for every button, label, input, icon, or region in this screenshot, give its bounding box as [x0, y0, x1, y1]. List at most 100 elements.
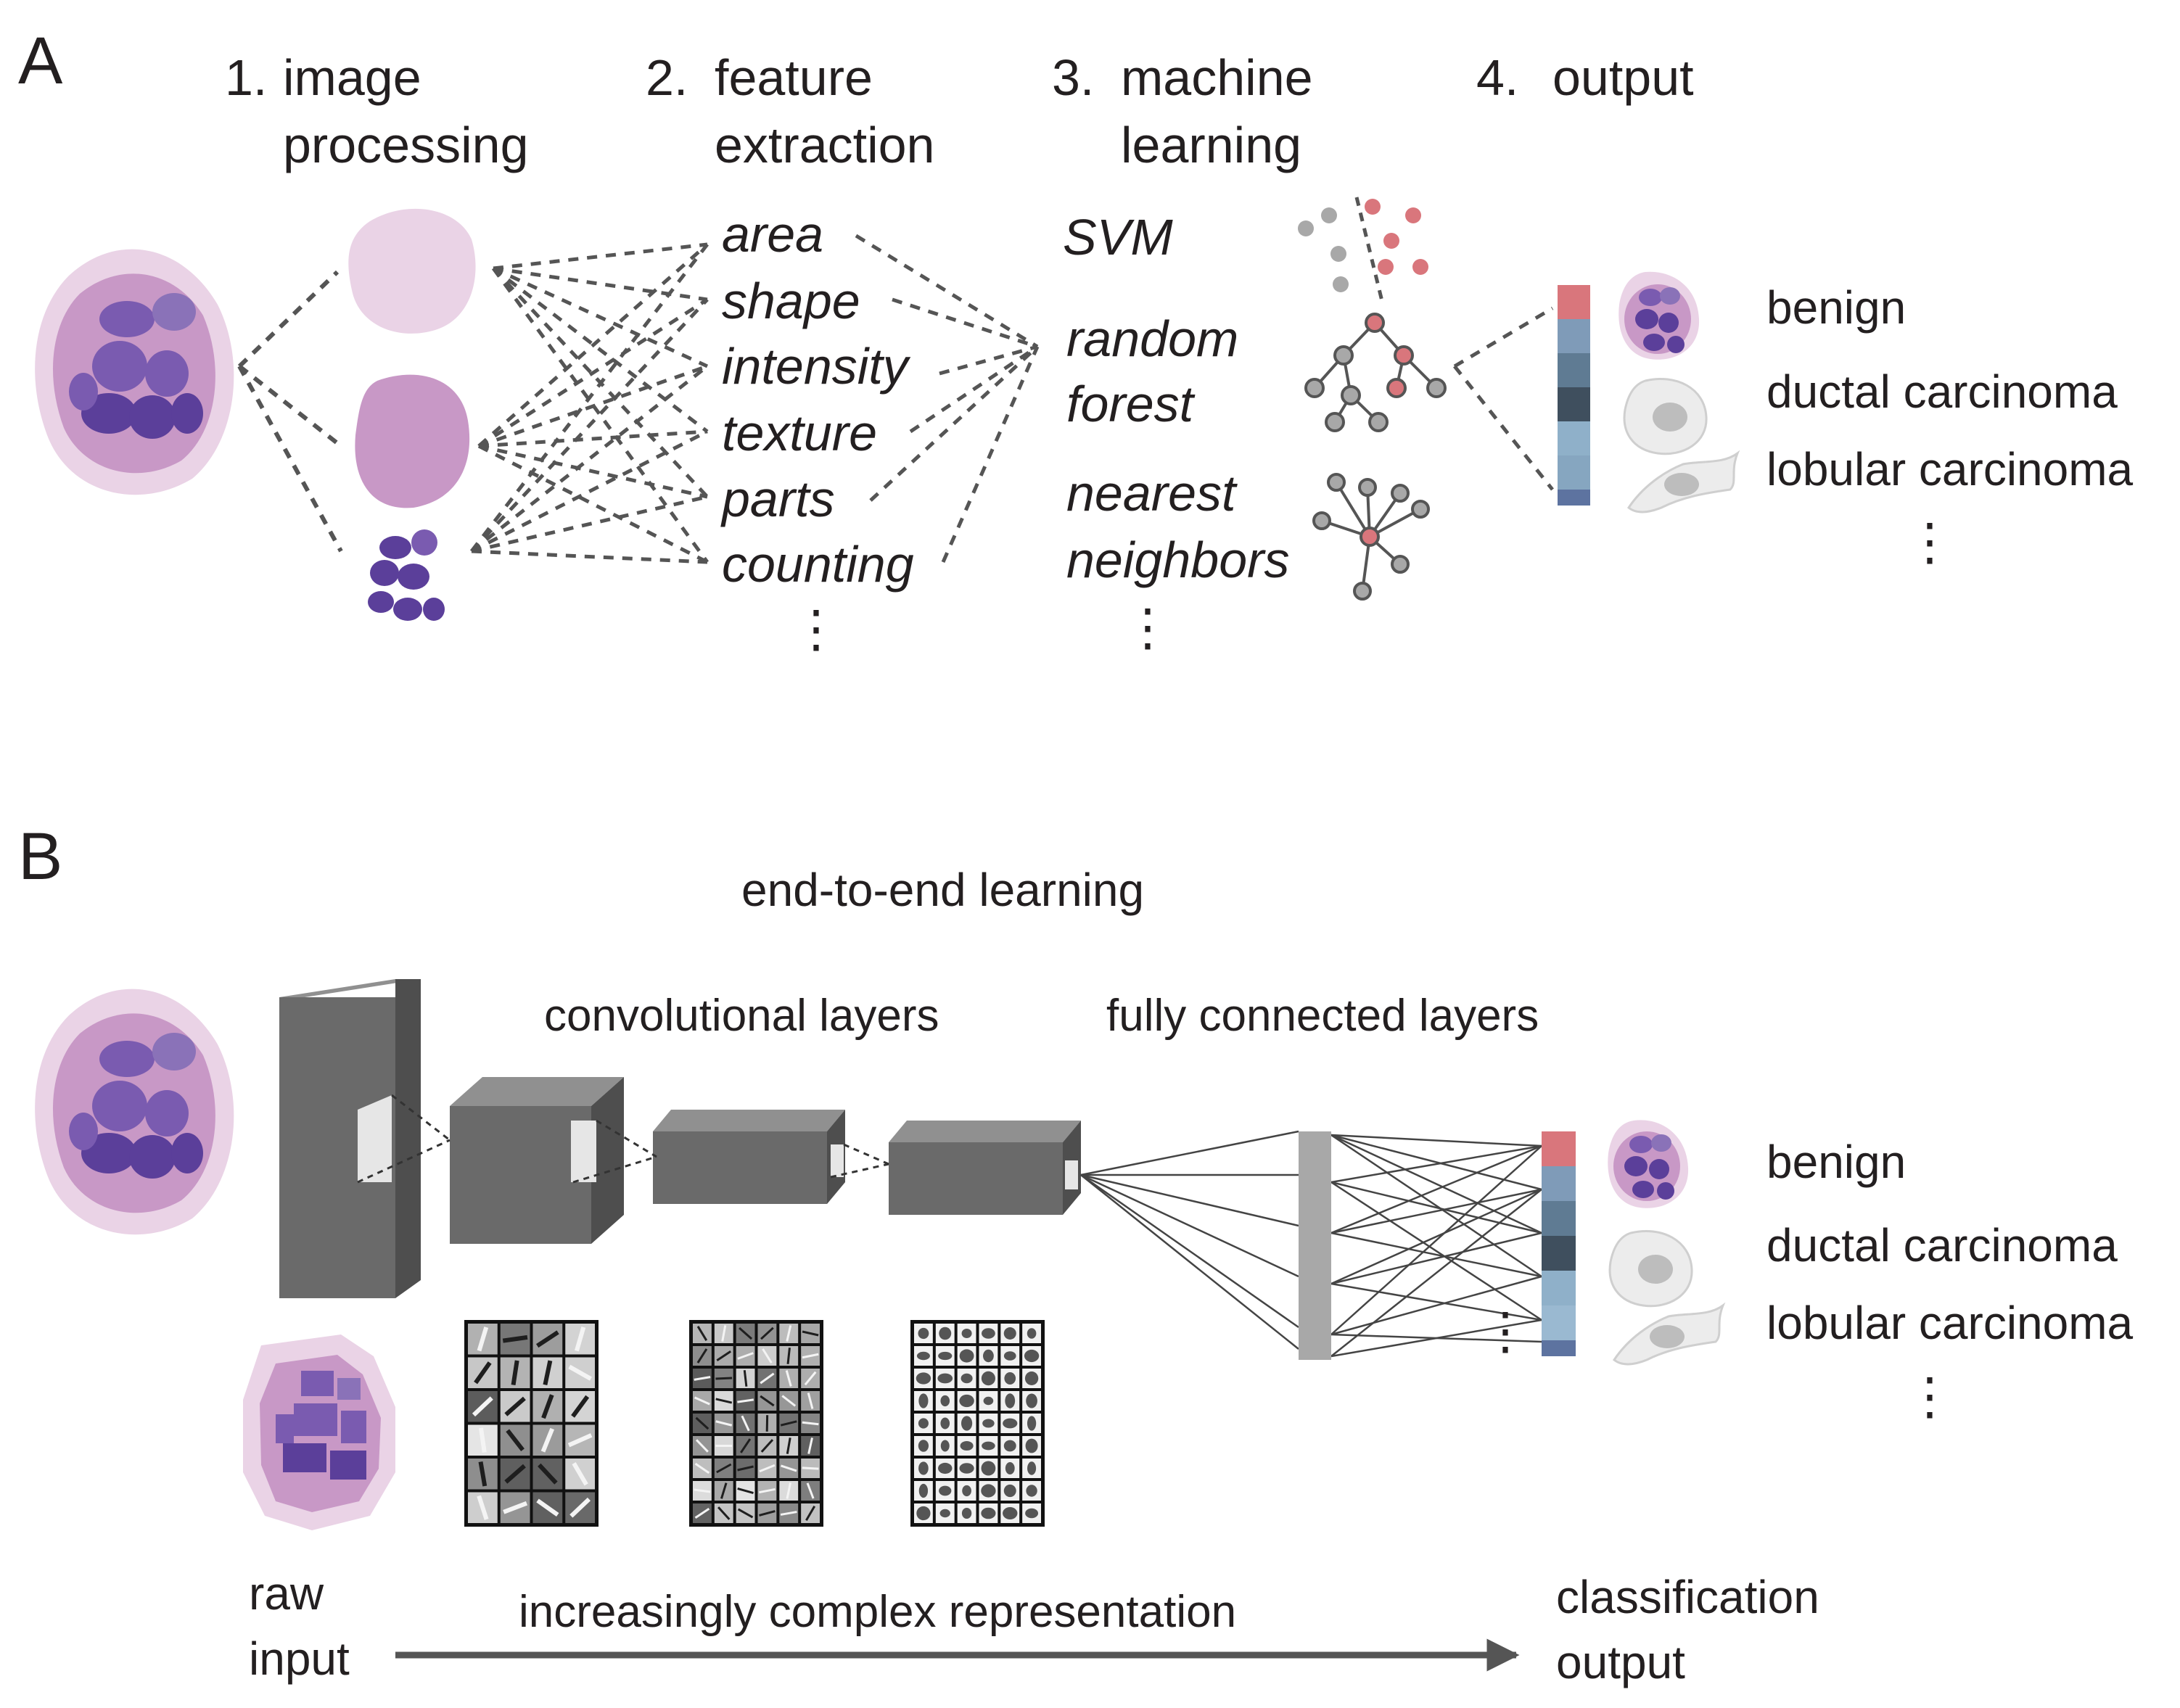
filter-pattern	[940, 1395, 950, 1407]
filter-pattern	[982, 1328, 995, 1339]
filter-pattern	[760, 1439, 774, 1453]
filter-pattern	[760, 1327, 774, 1340]
filter-pattern	[939, 1485, 952, 1496]
ml-connectors	[855, 234, 1040, 564]
svm-scatter-icon	[1298, 197, 1428, 302]
classes-ellipsis-b: ⋮	[1904, 1368, 1955, 1424]
filter-pattern	[1024, 1349, 1040, 1363]
filter-pattern	[571, 1395, 590, 1418]
output-connectors	[1453, 306, 1554, 491]
feature-area: area	[722, 206, 824, 263]
filter-pattern	[737, 1352, 754, 1360]
class-lobular-a: lobular carcinoma	[1766, 443, 2134, 495]
feature-counting: counting	[722, 536, 914, 593]
filter-pattern	[962, 1485, 971, 1497]
filter-pattern	[569, 1497, 591, 1518]
filter-pattern	[541, 1394, 554, 1419]
filter-pattern	[472, 1396, 493, 1417]
raw-input-line1: raw	[249, 1567, 324, 1620]
filter-pattern	[807, 1393, 814, 1409]
filter-pattern	[695, 1416, 709, 1430]
filter-pattern	[715, 1398, 733, 1404]
pixelated-input	[243, 1334, 395, 1530]
filter-pattern	[938, 1462, 953, 1474]
ductal-cell-icon-b	[1608, 1229, 1693, 1308]
fc-layers-label: fully connected layers	[1106, 991, 1539, 1041]
filter-pattern	[1005, 1462, 1015, 1474]
filter-pattern	[786, 1482, 792, 1499]
filter-pattern	[567, 1433, 593, 1448]
step-2-line2: extraction	[715, 117, 935, 173]
output-bar-b	[1542, 1131, 1576, 1356]
filter-pattern	[786, 1437, 791, 1454]
step-1-line2: processing	[283, 117, 529, 173]
filter-pattern	[741, 1415, 750, 1432]
conv-layer-4	[889, 1121, 1081, 1215]
filter-pattern	[538, 1463, 558, 1485]
filter-pattern	[802, 1466, 819, 1470]
receptive-field-lines	[357, 1094, 889, 1184]
filter-pattern	[575, 1327, 586, 1352]
ductal-cell-icon-a	[1623, 377, 1708, 455]
filter-pattern	[804, 1371, 817, 1386]
filter-pattern	[940, 1417, 950, 1429]
filter-pattern	[696, 1348, 708, 1363]
method-svm: SVM	[1063, 209, 1173, 265]
processing-connectors	[237, 270, 343, 553]
filter-pattern	[543, 1360, 553, 1386]
filter-pattern	[737, 1488, 754, 1494]
filter-pattern	[918, 1418, 929, 1429]
decision-tree-icon	[1304, 313, 1447, 432]
filter-pattern	[1027, 1328, 1037, 1339]
feature-intensity: intensity	[722, 338, 908, 395]
class-ductal-a: ductal carcinoma	[1766, 366, 2118, 418]
filter-grid-mid	[689, 1320, 823, 1527]
cytoplasm-shape	[355, 374, 470, 508]
filter-pattern	[739, 1327, 753, 1340]
filter-pattern	[940, 1440, 950, 1452]
filter-pattern	[960, 1440, 974, 1451]
filter-pattern	[737, 1465, 754, 1472]
filter-pattern	[696, 1326, 708, 1341]
filter-pattern	[759, 1488, 776, 1494]
filter-pattern	[737, 1398, 754, 1403]
filter-pattern	[737, 1508, 754, 1519]
nuclei-shape	[368, 529, 445, 621]
class-ductal-b: ductal carcinoma	[1766, 1219, 2118, 1271]
filter-pattern	[715, 1377, 733, 1380]
filter-pattern	[805, 1505, 816, 1522]
panel-label-b: B	[18, 820, 63, 894]
filter-pattern	[504, 1396, 526, 1416]
filter-pattern	[959, 1463, 974, 1474]
class-lobular-b: lobular carcinoma	[1766, 1297, 2134, 1349]
filter-grid-low	[464, 1320, 599, 1527]
step-1-number: 1.	[225, 49, 268, 106]
filter-pattern	[916, 1506, 931, 1521]
lobular-cell-icon-a	[1626, 450, 1740, 513]
filter-pattern	[981, 1507, 996, 1519]
step-3-line1: machine	[1121, 49, 1313, 106]
filter-pattern	[720, 1482, 728, 1499]
filter-pattern	[694, 1396, 710, 1406]
conv-layer-3	[653, 1110, 845, 1204]
classes-ellipsis-a: ⋮	[1904, 513, 1955, 570]
method-rf-line1: random	[1066, 310, 1239, 367]
filter-pattern	[760, 1372, 775, 1385]
step-4-line1: output	[1552, 49, 1694, 106]
filter-pattern	[477, 1327, 489, 1352]
fully-connected-lines	[1080, 1130, 1542, 1358]
filter-pattern	[1003, 1327, 1016, 1340]
filter-pattern	[918, 1483, 929, 1498]
filter-pattern	[959, 1394, 974, 1408]
whole-cell-shape	[348, 208, 476, 334]
filter-pattern	[961, 1373, 973, 1384]
method-rf-line2: forest	[1066, 376, 1194, 432]
filter-pattern	[759, 1464, 776, 1473]
step-3-line2: learning	[1121, 117, 1302, 173]
filter-pattern	[694, 1507, 710, 1519]
filter-pattern	[938, 1351, 953, 1361]
filter-pattern	[786, 1348, 791, 1364]
filter-pattern	[572, 1462, 588, 1486]
filter-pattern	[786, 1325, 792, 1342]
